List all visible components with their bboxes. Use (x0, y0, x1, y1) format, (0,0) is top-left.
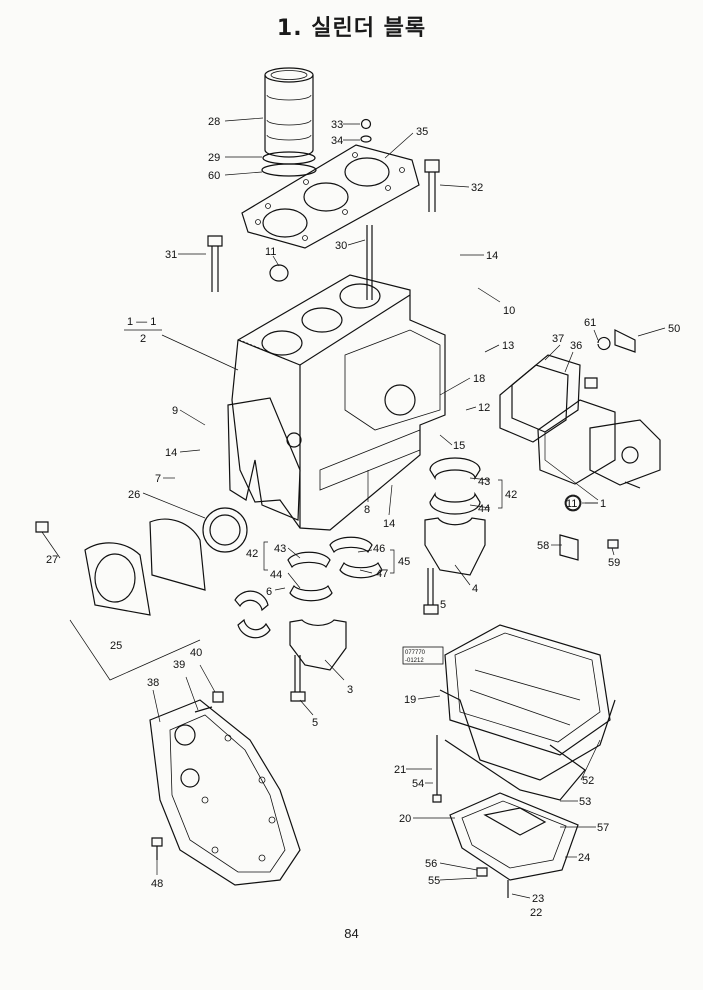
callout-labels: 28 29 60 33 34 35 32 31 30 11 14 10 1 — … (46, 116, 680, 919)
callout-47: 47 (376, 568, 388, 580)
plug-and-washer (360, 118, 372, 143)
callout-14: 14 (486, 250, 498, 262)
expansion-plug (269, 264, 289, 282)
callout-59: 59 (608, 557, 620, 569)
callout-6: 6 (266, 586, 272, 598)
callout-14: 14 (165, 447, 177, 459)
callout-15: 15 (453, 440, 465, 452)
callout-34: 34 (331, 135, 343, 147)
callout-43: 43 (274, 543, 286, 555)
callout-19: 19 (404, 694, 416, 706)
callout-23: 23 (532, 893, 544, 905)
callout-22: 22 (530, 907, 542, 919)
callout-52: 52 (582, 775, 594, 787)
callout-37: 37 (552, 333, 564, 345)
callout-1-1: 1 — 1 (127, 316, 156, 328)
head-gasket (241, 144, 420, 249)
callout-54: 54 (412, 778, 424, 790)
part-number-label: 077770 -01212 (402, 646, 444, 665)
callout-14: 14 (383, 518, 395, 530)
callout-27: 27 (46, 554, 58, 566)
callout-60: 60 (208, 170, 220, 182)
cylinder-liner (264, 67, 314, 158)
callout-45: 45 (398, 556, 410, 568)
cap-bolts (290, 568, 439, 702)
callout-4: 4 (472, 583, 478, 595)
callout-44: 44 (478, 503, 490, 515)
callout-2: 2 (140, 333, 146, 345)
main-bearing-cap-rear (424, 517, 486, 576)
seal-housing (84, 542, 151, 616)
callout-21: 21 (394, 764, 406, 776)
callout-61: 61 (584, 317, 596, 329)
callout-24: 24 (578, 852, 590, 864)
callout-32: 32 (471, 182, 483, 194)
drain-plug (476, 867, 509, 898)
head-bolt (207, 235, 223, 292)
callout-53: 53 (579, 796, 591, 808)
part-number-line2: -01212 (405, 658, 424, 664)
callout-11: 11 (566, 498, 577, 510)
stud-bolt (366, 225, 373, 300)
callout-40: 40 (190, 647, 202, 659)
cylinder-block (227, 274, 446, 531)
callout-35: 35 (416, 126, 428, 138)
callout-11: 11 (265, 246, 276, 258)
callout-42: 42 (505, 489, 517, 501)
callout-9: 9 (172, 405, 178, 417)
side-cover-assembly (499, 329, 661, 561)
callout-12: 12 (478, 402, 490, 414)
flywheel-housing (149, 699, 301, 886)
pan-gasket (444, 739, 586, 801)
head-bolt-long (424, 159, 440, 212)
liner-o-rings (261, 151, 317, 177)
callout-44: 44 (270, 569, 282, 581)
callout-46: 46 (373, 543, 385, 555)
part-number-line1: 077770 (405, 650, 426, 656)
callout-56: 56 (425, 858, 437, 870)
front-oil-seal (202, 507, 248, 553)
leader-lines (41, 117, 666, 899)
callout-20: 20 (399, 813, 411, 825)
callout-circle (564, 494, 582, 512)
callout-33: 33 (331, 119, 343, 131)
callout-43: 43 (478, 476, 490, 488)
bolt-27 (35, 521, 49, 533)
seal-housing-gasket (149, 518, 206, 591)
callout-29: 29 (208, 152, 220, 164)
callout-18: 18 (473, 373, 485, 385)
callout-36: 36 (570, 340, 582, 352)
callout-50: 50 (668, 323, 680, 335)
callout-26: 26 (128, 489, 140, 501)
callout-31: 31 (165, 249, 177, 261)
callout-28: 28 (208, 116, 220, 128)
callout-42: 42 (246, 548, 258, 560)
page-number: 84 (344, 926, 359, 941)
main-bearing-cap-front (289, 619, 347, 671)
callout-8: 8 (364, 504, 370, 516)
callout-39: 39 (173, 659, 185, 671)
dowel-pins (151, 691, 224, 860)
callout-48: 48 (151, 878, 163, 890)
callout-10: 10 (503, 305, 515, 317)
callout-5: 5 (312, 717, 318, 729)
callout-57: 57 (597, 822, 609, 834)
callout-58: 58 (537, 540, 549, 552)
page-title: 1. 실린더 블록 (276, 16, 427, 41)
callout-7: 7 (155, 473, 161, 485)
callout-13: 13 (502, 340, 514, 352)
callout-1: 1 (600, 498, 606, 510)
callout-3: 3 (347, 684, 353, 696)
callout-38: 38 (147, 677, 159, 689)
sump-lower (449, 792, 579, 881)
callout-25: 25 (110, 640, 122, 652)
main-bearings (234, 457, 481, 639)
callout-30: 30 (335, 240, 347, 252)
oil-pan (432, 624, 616, 803)
callout-55: 55 (428, 875, 440, 887)
callout-5: 5 (440, 599, 446, 611)
